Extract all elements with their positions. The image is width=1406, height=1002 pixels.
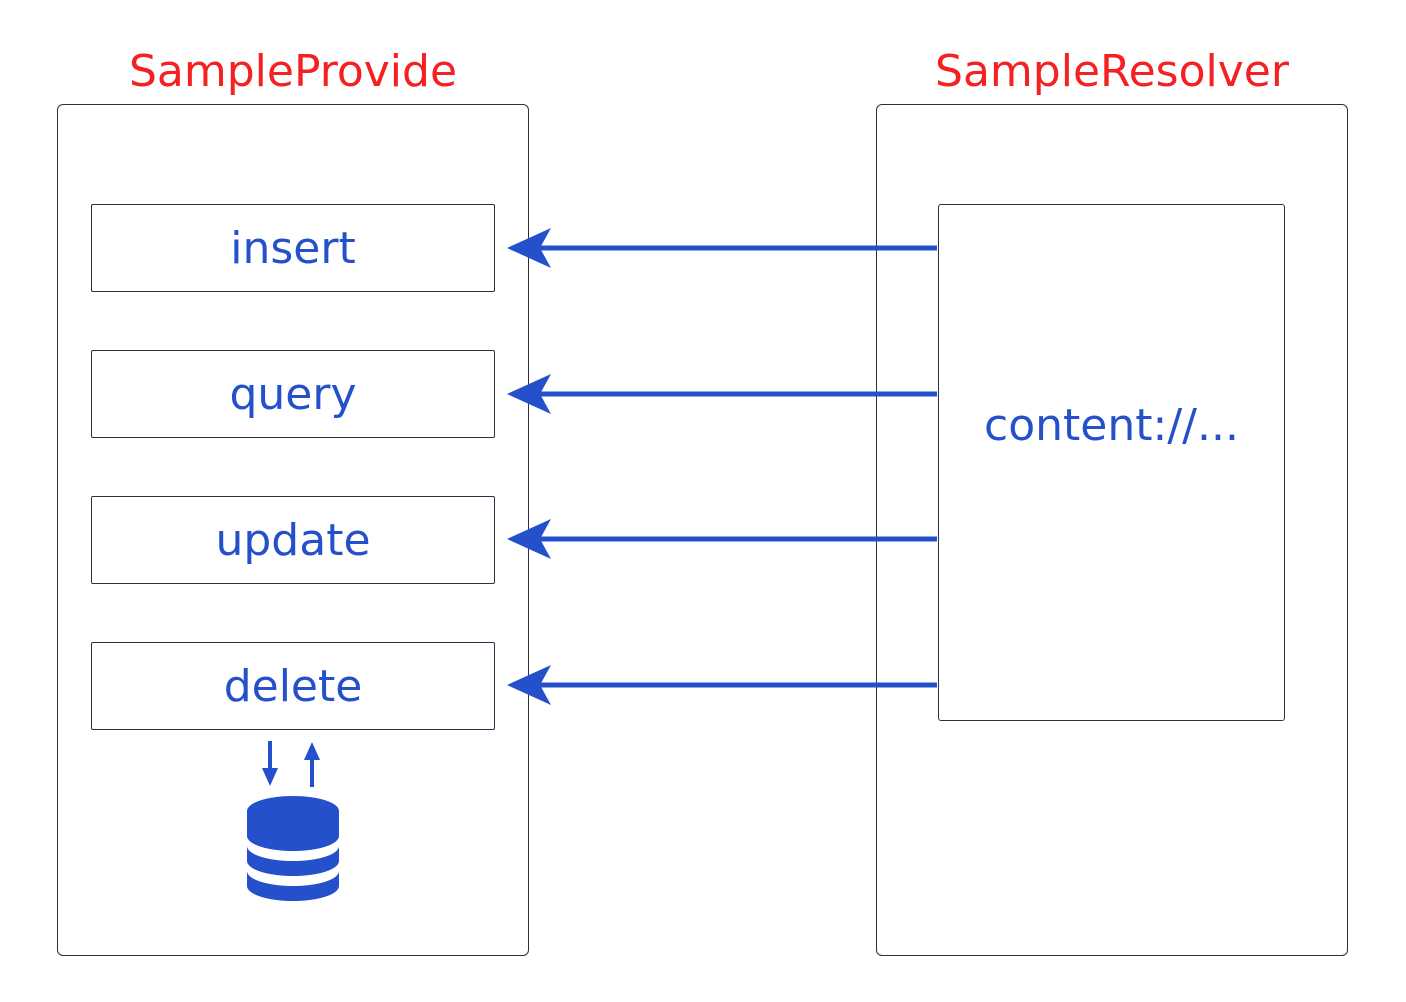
resolver-title: SampleResolver (935, 46, 1289, 97)
call-arrow-update (507, 519, 937, 559)
call-arrow-query (507, 374, 937, 414)
method-update: update (91, 496, 495, 584)
provider-title: SampleProvide (128, 46, 458, 97)
resolver-uri-box (938, 204, 1285, 721)
method-query: query (91, 350, 495, 438)
method-insert: insert (91, 204, 495, 292)
call-arrow-delete (507, 665, 937, 705)
method-delete: delete (91, 642, 495, 730)
resolver-uri-text: content://... (984, 400, 1239, 451)
call-arrow-insert (507, 228, 937, 268)
